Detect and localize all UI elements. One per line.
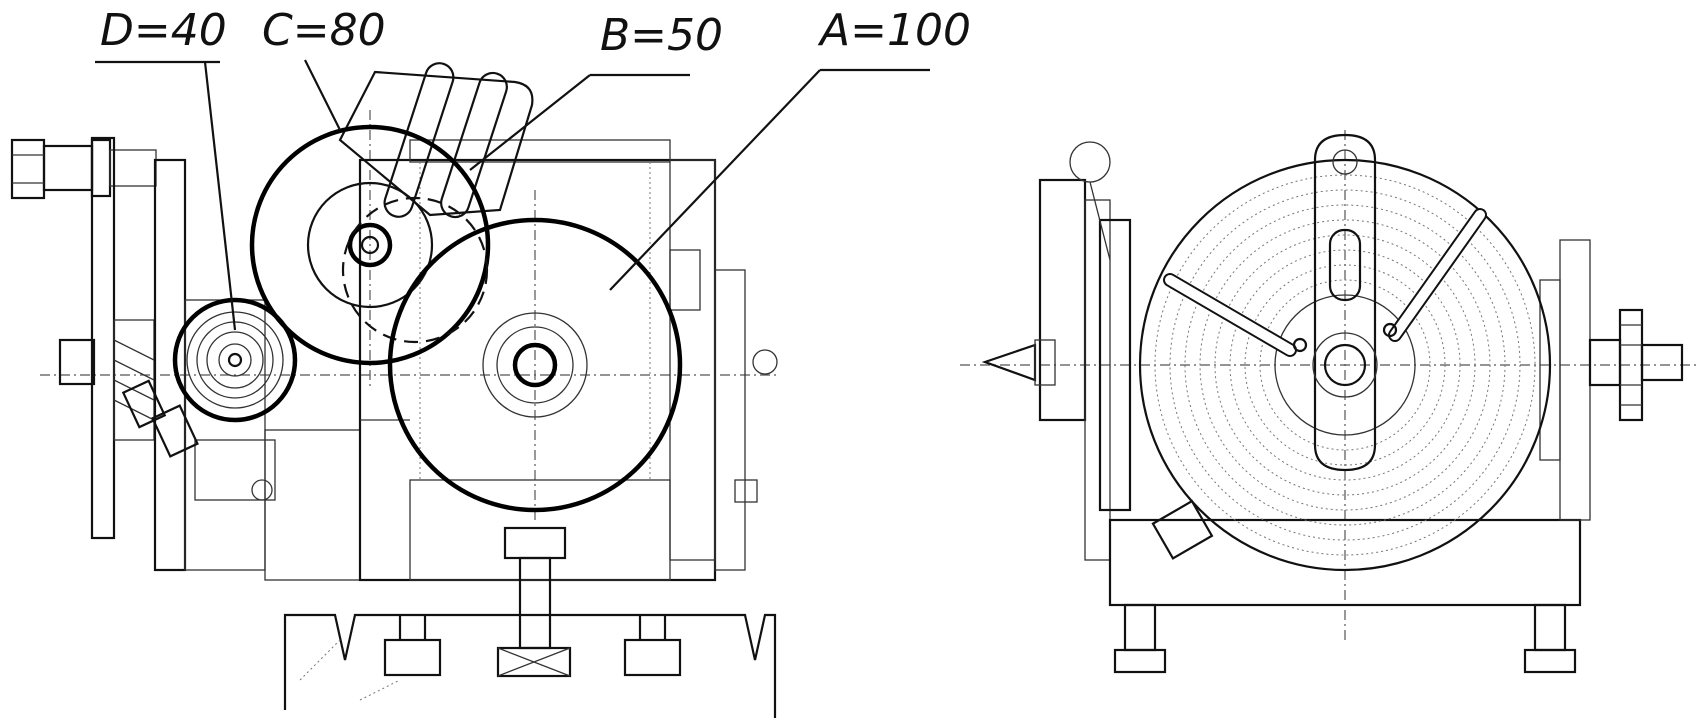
gear-a <box>387 217 683 513</box>
label-gear-a: A=100 <box>817 5 971 56</box>
base <box>283 526 777 718</box>
label-gear-c: C=80 <box>262 5 386 56</box>
leader-lines <box>95 59 930 331</box>
index-plate <box>1138 158 1552 572</box>
crank-arm <box>1292 133 1398 472</box>
crank-assembly <box>10 136 157 540</box>
gear-c <box>249 124 491 366</box>
gear-b <box>341 196 489 344</box>
right-view <box>960 130 1700 674</box>
label-gear-b: B=50 <box>600 10 723 61</box>
label-gear-d: D=40 <box>100 5 227 56</box>
left-view: D=40 C=80 B=50 A=100 <box>10 5 971 718</box>
housing <box>153 139 778 582</box>
